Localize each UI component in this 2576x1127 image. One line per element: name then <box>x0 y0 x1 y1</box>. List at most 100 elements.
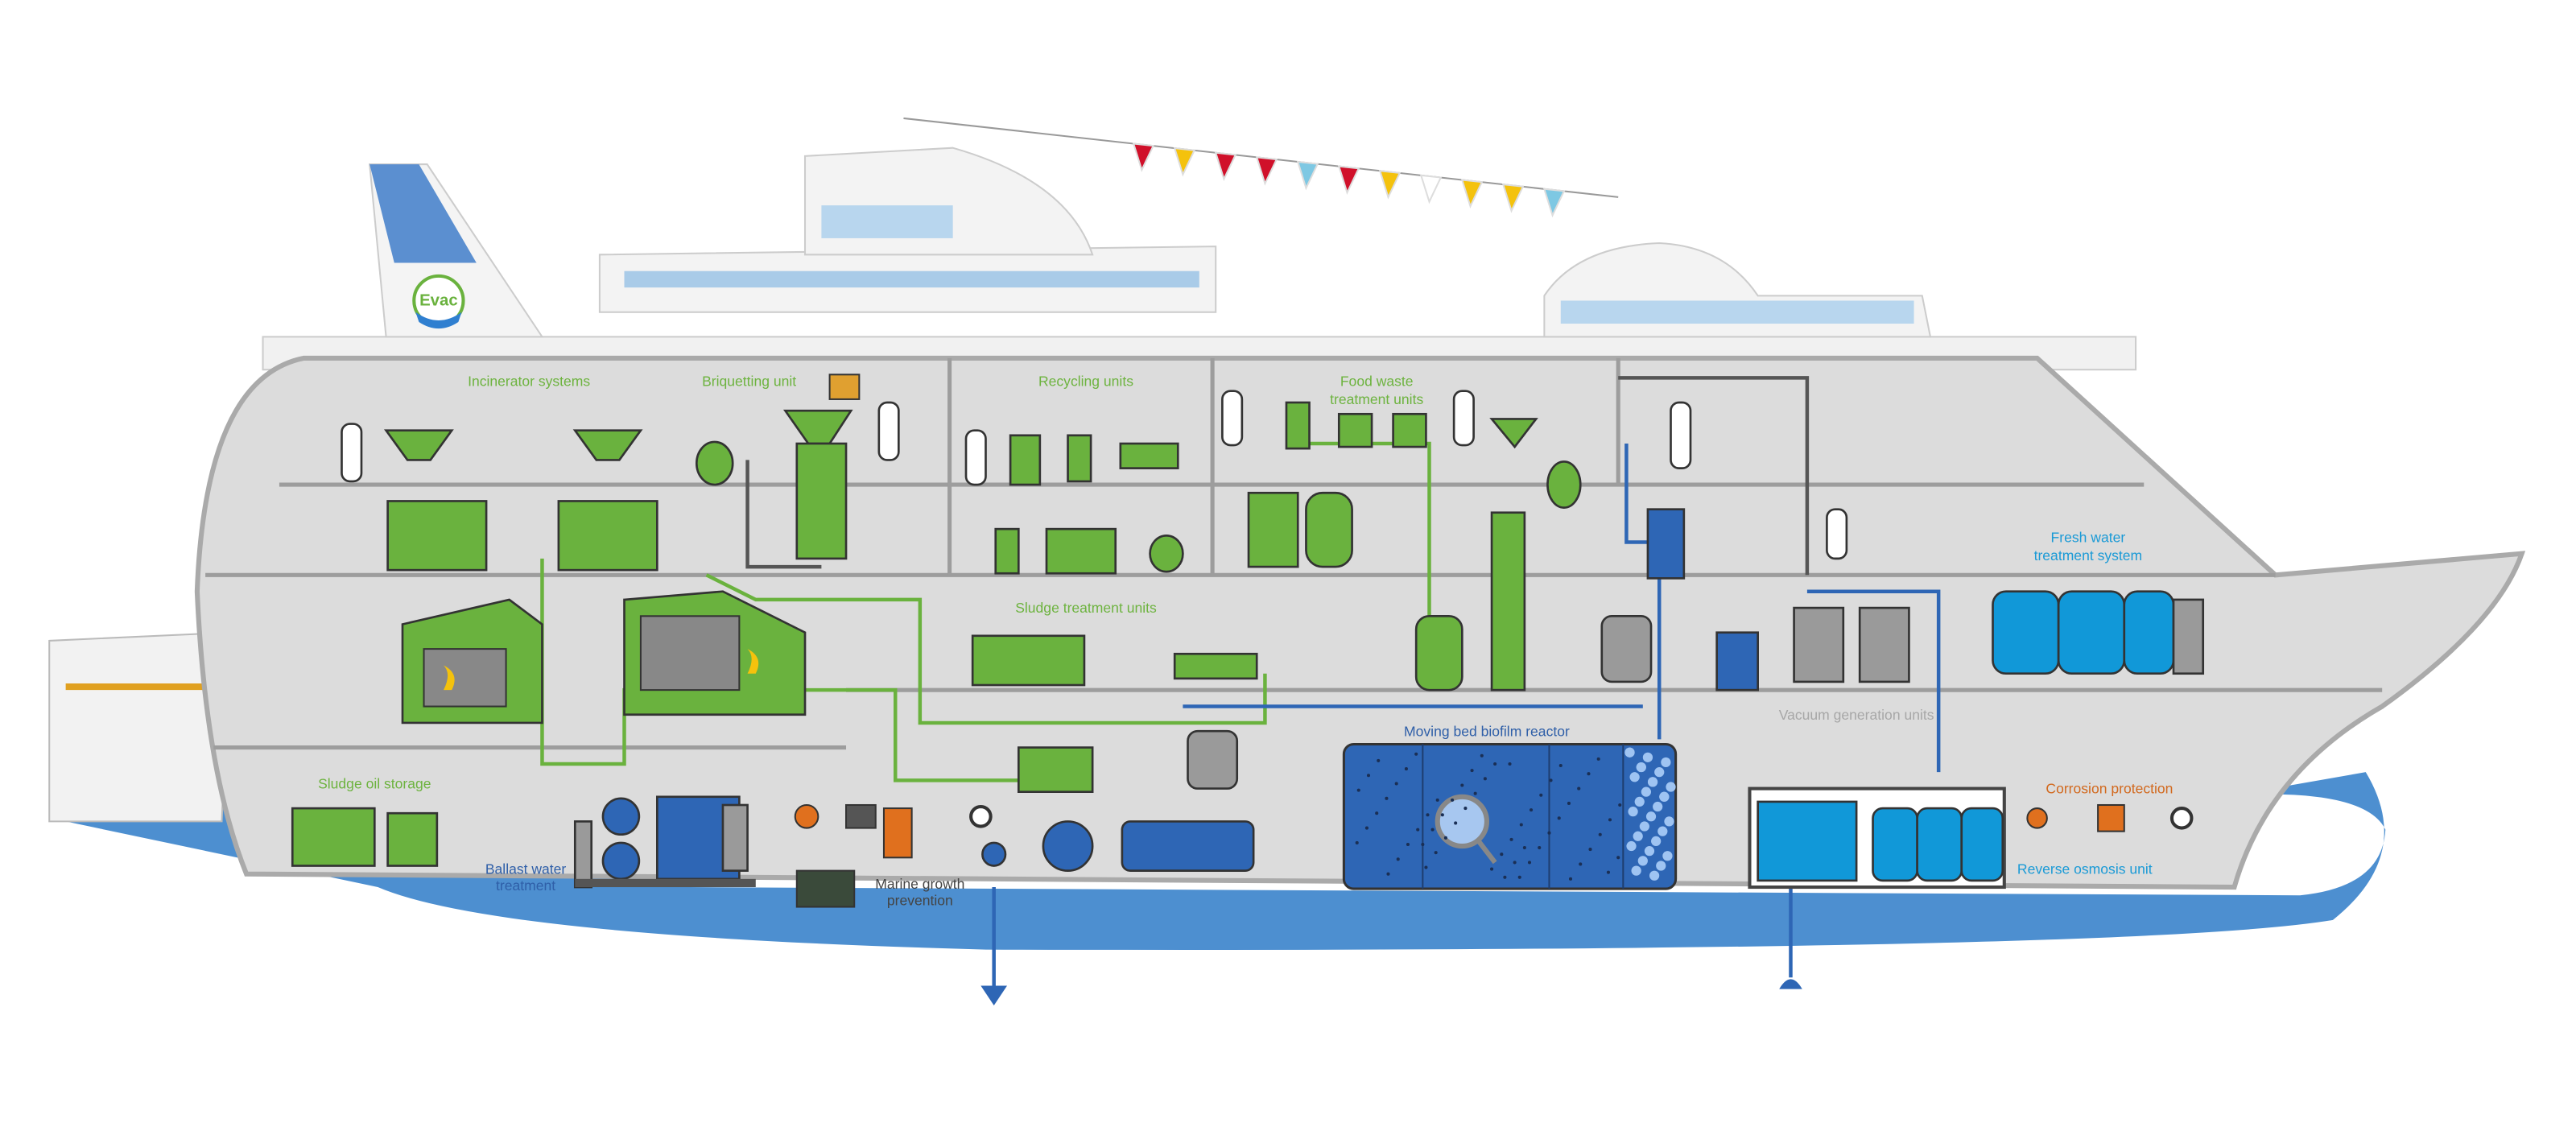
label-marine-growth-2: prevention <box>887 892 953 908</box>
biofilm-carrier <box>1530 808 1534 812</box>
air-bubble <box>1661 757 1671 768</box>
biofilm-carrier <box>1519 823 1523 827</box>
biofilm-carrier <box>1596 757 1600 761</box>
dome-windows <box>821 205 953 238</box>
air-bubble <box>1651 836 1662 847</box>
label-sludge-oil-storage: Sludge oil storage <box>318 776 431 792</box>
label-fresh-water-1: Fresh water <box>2051 529 2126 545</box>
biofilm-carrier <box>1598 832 1602 836</box>
biofilm-carrier <box>1385 796 1389 800</box>
pennant-flag <box>1214 151 1237 182</box>
fresh-water-tanks <box>1992 590 2205 675</box>
biofilm-carrier <box>1513 861 1517 865</box>
air-bubble <box>1653 801 1663 812</box>
biofilm-carrier <box>1483 777 1487 781</box>
evac-logo: Evac <box>412 274 465 329</box>
biofilm-carrier <box>1435 798 1439 802</box>
air-bubble <box>1659 791 1670 802</box>
pennant-flag <box>1501 183 1525 213</box>
marine-growth-prevention <box>794 803 993 908</box>
biofilm-carrier <box>1517 875 1521 879</box>
stern <box>48 631 231 823</box>
biofilm-carrier <box>1508 762 1512 766</box>
rear-windows <box>1560 300 1914 324</box>
air-bubble <box>1656 861 1666 871</box>
food-waste-treatment-units <box>1247 401 1582 691</box>
air-bubble <box>1637 856 1648 866</box>
label-recycling-units: Recycling units <box>1038 374 1133 390</box>
label-marine-growth-1: Marine growth <box>875 876 964 892</box>
air-bubble <box>1629 772 1640 782</box>
biofilm-carrier <box>1386 872 1390 876</box>
biofilm-carrier <box>1579 862 1583 866</box>
reverse-osmosis-unit <box>1748 786 2006 890</box>
biofilm-carrier <box>1426 813 1430 817</box>
pennant-flag <box>1460 179 1484 208</box>
biofilm-carrier <box>1539 793 1543 797</box>
label-fresh-water-2: treatment system <box>2034 547 2143 564</box>
label-corrosion-protection: Corrosion protection <box>2046 781 2173 797</box>
pennant-flag <box>1255 156 1278 186</box>
biofilm-carrier <box>1509 837 1513 841</box>
incinerator-systems <box>383 429 807 724</box>
air-bubble <box>1636 762 1646 773</box>
biofilm-carrier <box>1396 857 1400 861</box>
label-sludge-treatment: Sludge treatment units <box>1015 600 1157 616</box>
bunting <box>1132 142 1566 218</box>
outlet-arrow-icon <box>980 985 1008 1005</box>
air-bubble <box>1666 782 1676 792</box>
pipe-blue <box>1624 444 1662 740</box>
biofilm-carrier <box>1557 816 1561 820</box>
pennant-flag <box>1337 165 1360 196</box>
air-bubble <box>1647 777 1658 787</box>
sludge-oil-storage <box>291 807 439 867</box>
moving-bed-biofilm-reactor <box>1342 742 1678 890</box>
label-ballast-2: treatment <box>496 877 555 894</box>
biofilm-carrier <box>1404 767 1408 771</box>
evac-logo-text: Evac <box>419 292 458 310</box>
biofilm-carrier <box>1473 791 1477 795</box>
pennant-flag <box>1419 174 1443 204</box>
pump-units <box>981 820 1255 872</box>
biofilm-carrier <box>1375 811 1379 815</box>
pipe-green <box>705 573 1267 725</box>
air-bubble <box>1662 851 1673 861</box>
label-mbbr: Moving bed biofilm reactor <box>1404 723 1570 739</box>
biofilm-carrier <box>1549 778 1553 782</box>
biofilm-carrier <box>1608 818 1612 822</box>
biofilm-carrier <box>1587 772 1591 776</box>
biofilm-carrier <box>1568 877 1573 881</box>
biofilm-carrier <box>1434 851 1438 855</box>
sludge-treatment-units <box>971 634 1258 793</box>
biofilm-carrier <box>1460 783 1464 787</box>
pipe-blue <box>1806 589 1941 773</box>
pennant-flag <box>1173 147 1196 177</box>
biofilm-carrier <box>1421 842 1425 847</box>
water <box>49 772 2386 950</box>
air-bubble <box>1654 767 1665 778</box>
biofilm-carrier <box>1430 828 1435 832</box>
air-bubble <box>1628 807 1638 817</box>
pennant-flag <box>1542 188 1566 218</box>
biofilm-carrier <box>1451 798 1455 802</box>
biofilm-carrier <box>1538 846 1542 850</box>
biofilm-carrier <box>1440 813 1444 817</box>
air-bubble <box>1649 870 1660 881</box>
biofilm-carrier <box>1355 840 1359 844</box>
ballast-water-treatment <box>573 795 756 889</box>
biofilm-carrier <box>1364 826 1368 830</box>
label-food-waste-2: treatment units <box>1330 391 1423 407</box>
label-ballast-1: Ballast water <box>485 861 567 877</box>
biofilm-carrier <box>1356 788 1360 792</box>
label-food-waste-1: Food waste <box>1340 374 1414 390</box>
biofilm-carrier <box>1606 870 1610 874</box>
label-vacuum-generation: Vacuum generation units <box>1779 707 1934 723</box>
biofilm-carrier <box>1366 774 1371 778</box>
recycling-units <box>994 434 1184 575</box>
air-bubble <box>1642 752 1653 762</box>
pennant-flag <box>1132 142 1155 172</box>
biofilm-carrier <box>1463 807 1468 811</box>
biofilm-carrier <box>1424 865 1428 869</box>
air-bubble <box>1634 796 1645 807</box>
